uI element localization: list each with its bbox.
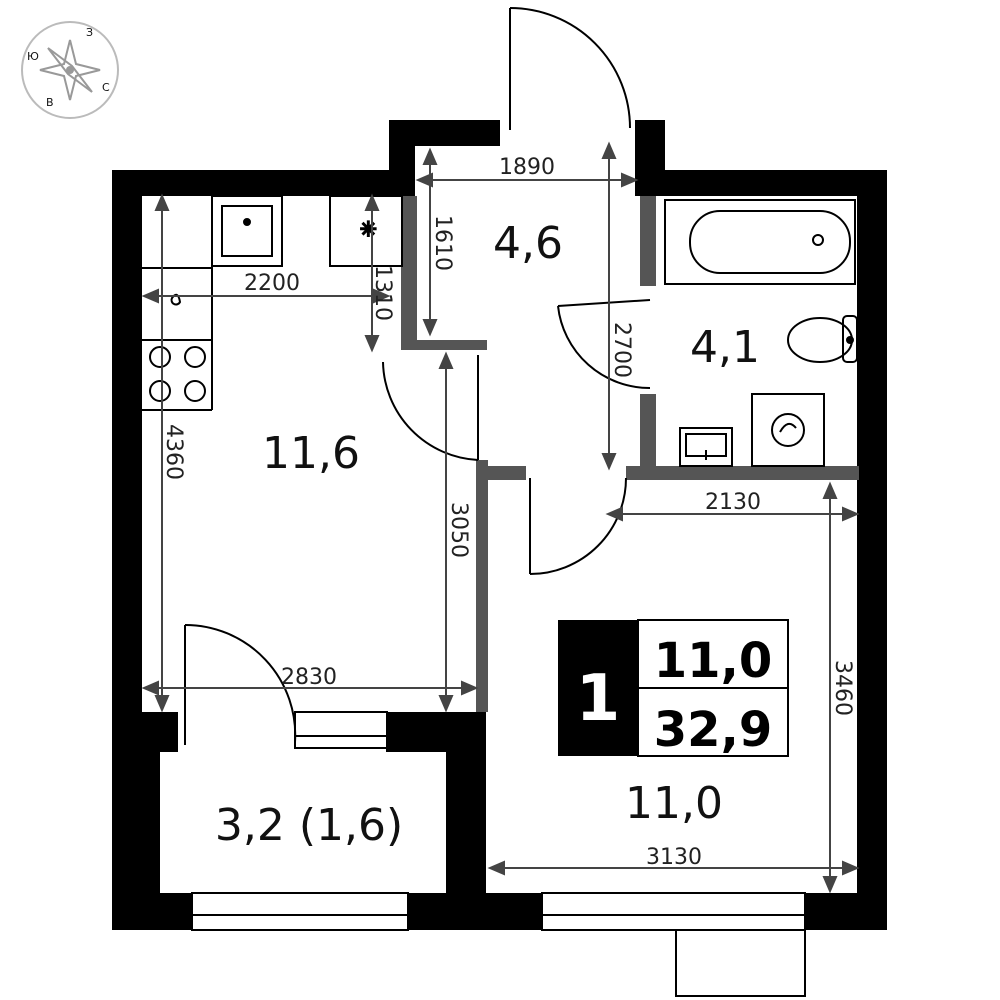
dim-bath-width: 2130 (705, 490, 761, 515)
rooms-count: 1 (576, 662, 621, 736)
dim-kitchen-width: 2200 (244, 271, 300, 296)
doors (184, 7, 651, 745)
compass-west: Ю (27, 50, 39, 63)
stove-icon (149, 346, 206, 402)
compass-north: З (86, 26, 93, 39)
total-area-value: 32,9 (654, 702, 772, 758)
dim-kitchen-to-door: 3050 (446, 502, 471, 558)
room-area-bathroom: 4,1 (690, 322, 760, 373)
apartment-badge: 1 11,0 32,9 (558, 619, 789, 758)
sink-icon (221, 205, 273, 257)
washing-machine-icon (751, 393, 825, 467)
dim-kitchen-depth-small: 1310 (370, 265, 395, 321)
room-labels: 4,6 4,1 11,6 11,0 3,2 (1,6) (215, 218, 760, 851)
bathroom-fixtures (664, 199, 858, 467)
room-area-kitchen-living: 11,6 (262, 428, 360, 479)
washbasin-icon (679, 427, 733, 467)
room-area-bedroom: 11,0 (625, 778, 723, 829)
compass-east: С (102, 81, 110, 94)
kitchen-fixtures: ✳ (142, 195, 403, 411)
dimension-lines (141, 141, 860, 894)
snowflake-icon: ✳ (360, 217, 377, 241)
dim-bedroom-width: 3130 (646, 845, 702, 870)
partitions (401, 196, 859, 712)
room-area-balcony: 3,2 (1,6) (215, 800, 403, 851)
living-area-value: 11,0 (654, 633, 772, 689)
dim-bedroom-height: 3460 (830, 660, 855, 716)
room-area-hall: 4,6 (493, 218, 563, 269)
dim-hall-width: 1890 (499, 155, 555, 180)
dim-hall-depth: 1610 (430, 215, 455, 271)
dimension-labels: 1890 1610 2700 2200 1310 4360 3050 2830 … (161, 155, 855, 870)
fridge-icon (329, 195, 403, 267)
compass-icon: З Ю С В (21, 21, 119, 119)
windows (191, 711, 806, 997)
dim-kitchen-height: 4360 (161, 424, 186, 480)
dim-living-width: 2830 (281, 665, 337, 690)
bathtub-icon (664, 199, 856, 285)
compass-south: В (46, 96, 54, 109)
dim-hall-height: 2700 (609, 322, 634, 378)
